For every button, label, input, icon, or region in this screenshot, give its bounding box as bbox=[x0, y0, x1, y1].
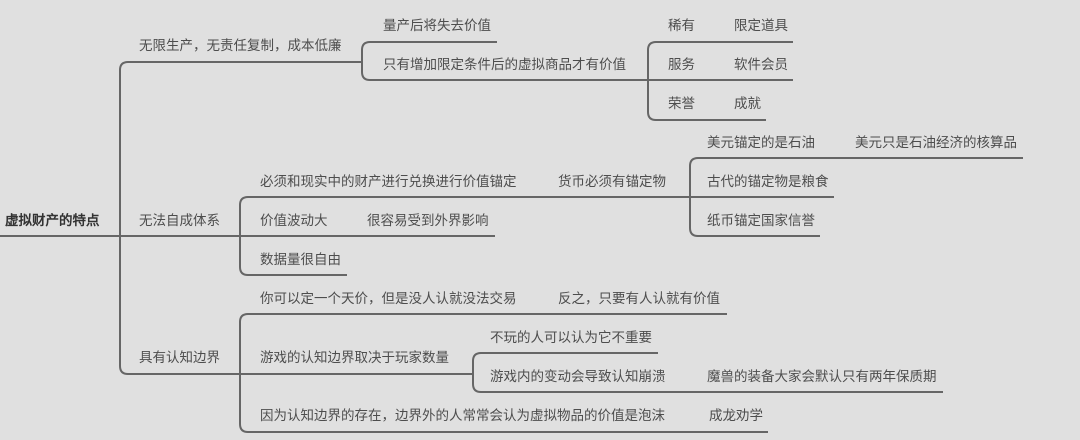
bubble-note[interactable]: 成龙劝学 bbox=[709, 408, 763, 424]
usd-oil-note[interactable]: 美元只是石油经济的核算品 bbox=[855, 135, 1017, 151]
game-boundary-node[interactable]: 游戏的认知边界取决于玩家数量 bbox=[260, 350, 449, 366]
ancient-grain-node[interactable]: 古代的锚定物是粮食 bbox=[707, 174, 829, 190]
data-free-node[interactable]: 数据量很自由 bbox=[260, 252, 341, 268]
branch-3-node[interactable]: 具有认知边界 bbox=[139, 350, 220, 366]
limit-rare-node[interactable]: 稀有 bbox=[668, 18, 695, 34]
limit-honor-note[interactable]: 成就 bbox=[734, 96, 761, 112]
bubble-node[interactable]: 因为认知边界的存在，边界外的人常常会认为虚拟物品的价值是泡沫 bbox=[260, 408, 665, 424]
price-node[interactable]: 你可以定一个天价，但是没人认就没法交易 bbox=[260, 291, 517, 307]
game-change-note[interactable]: 魔兽的装备大家会默认只有两年保质期 bbox=[707, 369, 937, 385]
volatility-note[interactable]: 很容易受到外界影响 bbox=[367, 213, 489, 229]
limit-service-node[interactable]: 服务 bbox=[668, 57, 695, 73]
nonplayer-node[interactable]: 不玩的人可以认为它不重要 bbox=[490, 330, 652, 346]
branch-1-child-2[interactable]: 只有增加限定条件后的虚拟商品才有价值 bbox=[383, 57, 626, 73]
branch-1-node[interactable]: 无限生产，无责任复制，成本低廉 bbox=[139, 38, 342, 54]
currency-anchor-node[interactable]: 货币必须有锚定物 bbox=[558, 174, 666, 190]
anchor-node[interactable]: 必须和现实中的财产进行兑换进行价值锚定 bbox=[260, 174, 517, 190]
limit-rare-note[interactable]: 限定道具 bbox=[734, 18, 788, 34]
paper-credit-node[interactable]: 纸币锚定国家信誉 bbox=[707, 213, 815, 229]
root-node[interactable]: 虚拟财产的特点 bbox=[5, 213, 100, 229]
game-change-node[interactable]: 游戏内的变动会导致认知崩溃 bbox=[490, 369, 666, 385]
limit-honor-node[interactable]: 荣誉 bbox=[668, 96, 695, 112]
branch-1-child-1[interactable]: 量产后将失去价值 bbox=[383, 18, 491, 34]
limit-service-note[interactable]: 软件会员 bbox=[734, 57, 788, 73]
price-note[interactable]: 反之，只要有人认就有价值 bbox=[558, 291, 720, 307]
usd-oil-node[interactable]: 美元锚定的是石油 bbox=[707, 135, 815, 151]
volatility-node[interactable]: 价值波动大 bbox=[260, 213, 328, 229]
branch-2-node[interactable]: 无法自成体系 bbox=[139, 213, 220, 229]
